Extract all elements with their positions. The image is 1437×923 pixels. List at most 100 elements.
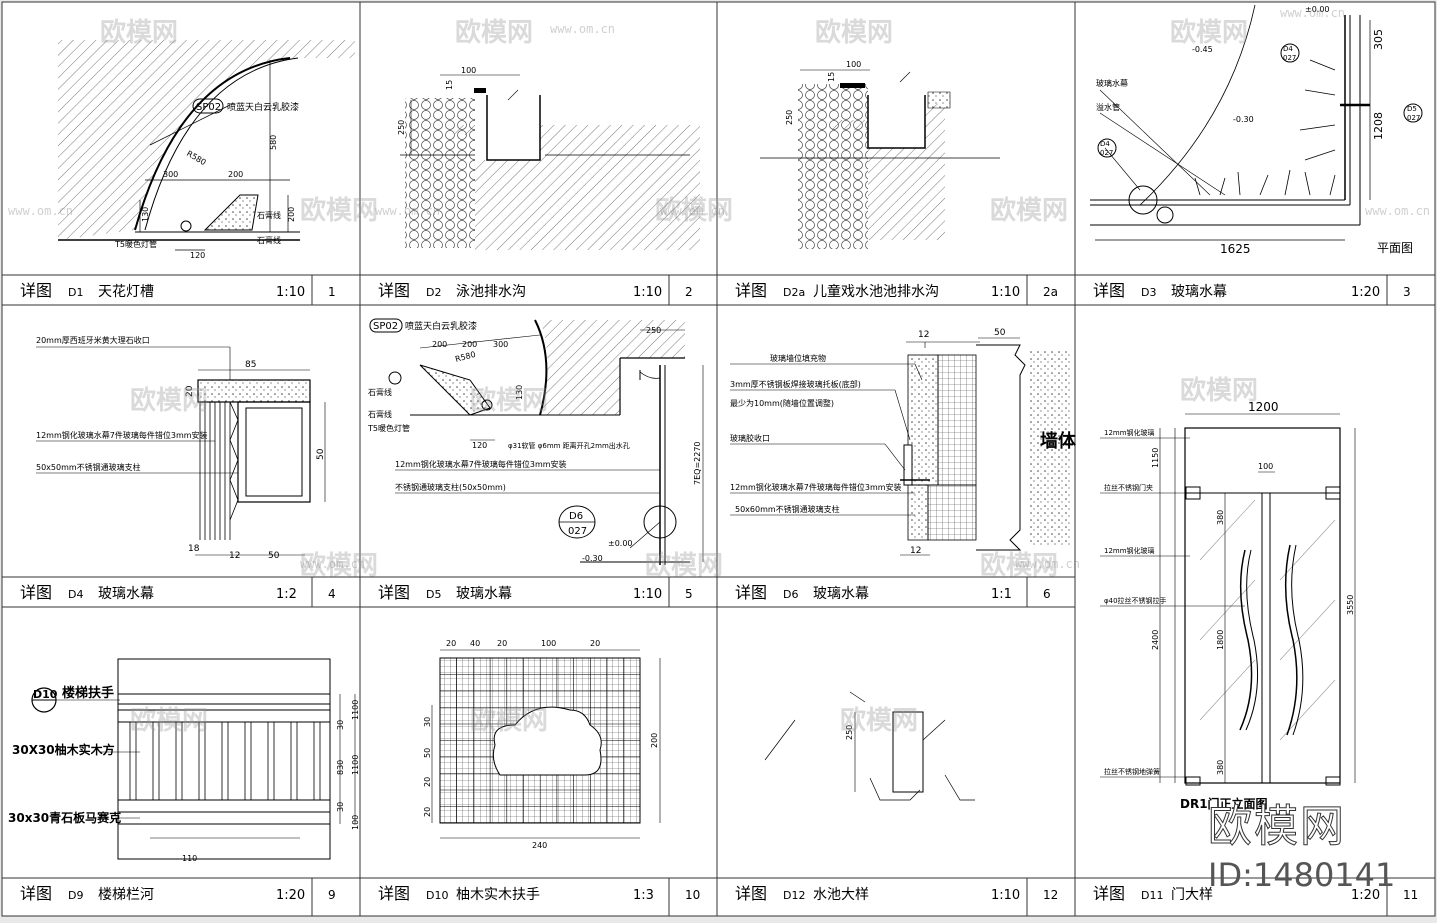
d6-wall: 墙体: [1040, 430, 1077, 452]
d2-dim-100: 100: [461, 66, 476, 75]
d11-note3: 12mm钢化玻璃: [1104, 546, 1155, 555]
d11-dim-100: 100: [1258, 462, 1273, 471]
d9-dim-1100: 1100: [351, 755, 360, 775]
panel-number: 1: [328, 285, 336, 299]
panel-code: D5: [426, 588, 441, 601]
detail-d9: D10 楼梯扶手 30X30柚木实木方 30x30青石板马赛克 30 1100 …: [8, 658, 360, 863]
d10-dim-100: 100: [541, 639, 556, 648]
d5-dim-200b: 200: [462, 340, 477, 349]
d1-dim-130: 130: [141, 207, 150, 222]
d9-dim-30b: 30: [336, 802, 345, 812]
panel-number: 11: [1403, 888, 1418, 902]
panel-scale: 1:20: [276, 888, 305, 903]
d9-dim-1100a: 1100: [351, 700, 360, 720]
d3-ref1b: 027: [1283, 54, 1296, 62]
panel-scale: 1:3: [633, 888, 654, 903]
d2-dim-15: 15: [445, 80, 454, 90]
d1-gypsum2: 石膏线: [257, 235, 281, 245]
panel-title: 玻璃水幕: [456, 585, 512, 602]
panel-title-prefix: 详图: [735, 884, 767, 903]
panel-title-prefix: 详图: [20, 583, 52, 602]
d5-dim-130: 130: [515, 385, 524, 400]
brand-logo: 欧模网 ID:1480141: [1207, 790, 1395, 895]
panel-number: 9: [328, 888, 336, 902]
detail-d4: 20mm厚西班牙米黄大理石收口 12mm钢化玻璃水幕7件玻璃每件错位3mm安装 …: [36, 335, 326, 561]
baluster: [290, 721, 298, 801]
d6-note2: 3mm厚不锈钢板焊接玻璃托板(底部): [730, 379, 861, 389]
panel-code: D3: [1141, 286, 1156, 299]
d2a-dim-100: 100: [846, 60, 861, 69]
d4-dim-50: 50: [268, 551, 280, 561]
detail-d10: 20 40 20 100 20 30 50 20 20 200 240: [423, 639, 661, 850]
d11-dim-1150: 1150: [1151, 448, 1160, 468]
panel-title: 玻璃水幕: [813, 585, 869, 602]
panel-number: 4: [328, 587, 336, 601]
panel-number: 3: [1403, 285, 1411, 299]
d11-dim-1800: 1800: [1216, 630, 1225, 650]
d10-dim-20d: 20: [423, 777, 432, 787]
d5-elev2: -0.30: [582, 554, 603, 563]
panel-code: D1: [68, 286, 83, 299]
panel-code: D2a: [783, 286, 805, 299]
d10-dim-240: 240: [532, 841, 547, 850]
d2a-dim-250: 250: [785, 110, 794, 125]
d1-lamp: T5暖色灯管: [114, 239, 157, 249]
d6-note5: 12mm钢化玻璃水幕7件玻璃每件错位3mm安装: [730, 482, 902, 492]
panel-scale: 1:10: [276, 285, 305, 300]
d3-dim-305: 305: [1372, 29, 1385, 50]
d3-elev-1: -0.45: [1192, 45, 1213, 54]
panel-number: 5: [685, 587, 693, 601]
panel-title-prefix: 详图: [378, 884, 410, 903]
baluster: [221, 721, 229, 801]
d10-dim-50: 50: [423, 748, 432, 758]
d11-note5: 拉丝不锈钢地弹簧: [1104, 767, 1160, 776]
panel-number: 2: [685, 285, 693, 299]
d1-tag: SP02: [196, 102, 221, 113]
d2a-dim-15: 15: [827, 72, 836, 82]
panel-code: D11: [1141, 889, 1163, 902]
baluster: [313, 721, 321, 801]
panel-title-prefix: 详图: [735, 583, 767, 602]
d6-note6: 50x60mm不锈钢通玻璃支柱: [735, 504, 840, 514]
d11-dim-2400: 2400: [1151, 630, 1160, 650]
d12-dim-250: 250: [845, 725, 854, 740]
d6-dim-12b: 12: [910, 546, 921, 556]
d10-dim-200: 200: [650, 733, 659, 748]
d5-refb: 027: [568, 526, 587, 537]
d1-dim-200b: 200: [287, 207, 296, 222]
d3-elev-2: -0.30: [1233, 115, 1254, 124]
d4-dim-18: 18: [188, 544, 200, 554]
d1-dim-580: 580: [269, 135, 278, 150]
panel-title-prefix: 详图: [378, 281, 410, 300]
d5-gypsum2: 石膏线: [368, 409, 392, 419]
baluster: [152, 721, 160, 801]
panel-code: D10: [426, 889, 448, 902]
panel-code: D12: [783, 889, 805, 902]
panel-code: D2: [426, 286, 441, 299]
d10-dim-20a: 20: [446, 639, 456, 648]
panel-number: 2a: [1043, 285, 1058, 299]
d9-ref: D10: [33, 688, 58, 701]
panel-title: 玻璃水幕: [98, 585, 154, 602]
panel-scale: 1:20: [1351, 285, 1380, 300]
panel-title: 泳池排水沟: [456, 284, 526, 300]
panel-code: D4: [68, 588, 83, 601]
d5-tag-note: 喷蓝天白云乳胶漆: [405, 320, 477, 332]
d6-note4: 玻璃胶收口: [730, 433, 770, 443]
baluster: [129, 721, 137, 801]
panel-title: 儿童戏水池池排水沟: [813, 283, 939, 300]
detail-d3: ±0.00 -0.45 -0.30 D4 027 D5 027 D4 027 玻…: [1090, 4, 1423, 256]
d1-gypsum1: 石膏线: [257, 210, 281, 220]
d3-ref3b: 027: [1100, 149, 1113, 157]
d3-ref3: D4: [1100, 140, 1110, 148]
panel-title-prefix: 详图: [378, 583, 410, 602]
panel-title-prefix: 详图: [1093, 884, 1125, 903]
baluster: [267, 721, 275, 801]
d11-dim-380b: 380: [1216, 760, 1225, 775]
d6-note3: 最少为10mm(随墙位置调整): [730, 398, 834, 408]
d5-dim-250: 250: [646, 326, 661, 335]
d4-note3: 50x50mm不锈钢通玻璃支柱: [36, 462, 141, 472]
d6-dim-12: 12: [918, 330, 929, 340]
detail-d11: 1200 100 1150 380 3550 2400 1800 380 12m…: [1100, 400, 1356, 811]
detail-d1: SP02 喷蓝天白云乳胶漆 R580 300 200 580 130 200 1…: [58, 40, 355, 260]
